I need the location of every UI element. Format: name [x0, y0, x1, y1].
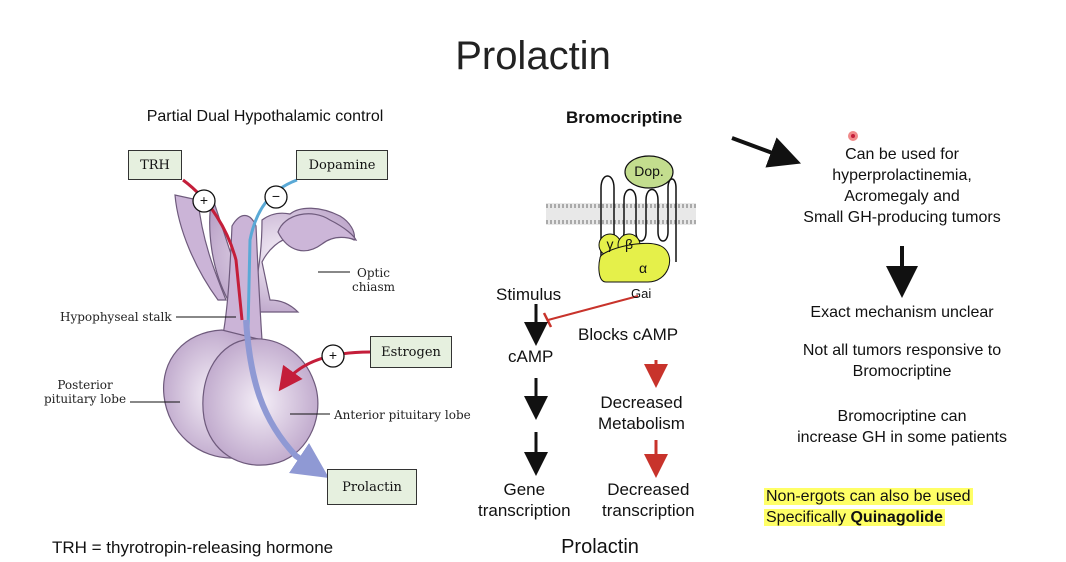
- dopamine-minus-circle: [264, 185, 288, 209]
- drug-title: Bromocriptine: [566, 108, 683, 127]
- membrane: [546, 203, 696, 225]
- dopamine-box: Dopamine: [296, 150, 388, 180]
- pituitary-gland-illustration: [162, 194, 358, 466]
- footnote: TRH = thyrotropin-releasing hormone: [52, 538, 334, 557]
- gai-label: Gai: [631, 286, 652, 301]
- prolactin-flow-arrow: [243, 319, 329, 478]
- dopamine-minus-sign: −: [271, 188, 281, 204]
- non-ergot-note: Non-ergots can also be used Specifically…: [764, 486, 973, 528]
- estrogen-red-arrow: [278, 350, 371, 392]
- prolactin-box: Prolactin: [327, 469, 417, 505]
- gai-inhibition-bar: [542, 312, 553, 328]
- non-ergot-line-1: Non-ergots can also be used: [764, 488, 973, 505]
- trh-plus-sign: +: [199, 192, 209, 208]
- estrogen-plus-sign: +: [328, 347, 338, 363]
- gh-text: Bromocriptine can increase GH in some pa…: [797, 408, 1007, 446]
- mechanism-text: Exact mechanism unclear: [810, 304, 994, 321]
- beta-label: β: [624, 236, 634, 252]
- estrogen-box: Estrogen: [370, 336, 452, 368]
- mechanism-bottom-label: Prolactin: [561, 536, 639, 558]
- hypophyseal-stalk-label: Hypophyseal stalk: [60, 310, 172, 324]
- decreased-transcription-label: Decreased transcription: [602, 480, 695, 520]
- decreased-metabolism-label: Decreased Metabolism: [598, 393, 685, 433]
- quinagolide-text: Quinagolide: [850, 509, 943, 526]
- gpcr-receptor: [600, 175, 677, 262]
- alpha-label: α: [638, 260, 648, 276]
- optic-chiasm-shape: [277, 213, 358, 252]
- blocks-camp-label: Blocks cAMP: [578, 325, 679, 344]
- uses-text: Can be used for hyperprolactinemia, Acro…: [803, 146, 1001, 226]
- dopamine-blue-line: [246, 178, 298, 331]
- estrogen-plus-circle: [321, 344, 345, 368]
- posterior-lobe-label: Posterior pituitary lobe: [44, 378, 127, 406]
- trh-box: TRH: [128, 150, 182, 180]
- left-subtitle: Partial Dual Hypothalamic control: [146, 108, 384, 125]
- responsive-text: Not all tumors responsive to Bromocripti…: [802, 342, 1002, 380]
- gai-inhibition-line: [547, 295, 639, 321]
- stalk-left-shape: [174, 194, 227, 301]
- trh-plus-circle: [192, 189, 216, 213]
- non-ergot-line-2: Specifically Quinagolide: [764, 509, 945, 526]
- g-alpha: [598, 242, 670, 283]
- bromocriptine-to-uses-arrow: [731, 136, 802, 168]
- gene-transcription-label: Gene transcription: [478, 480, 571, 520]
- dop-label: Dop.: [634, 163, 664, 179]
- trh-red-line: [182, 178, 244, 321]
- dopamine-ligand: [624, 155, 674, 189]
- camp-label: cAMP: [508, 347, 554, 366]
- page-title: Prolactin: [455, 34, 611, 78]
- anterior-lobe-label: Anterior pituitary lobe: [334, 408, 471, 422]
- gamma-label: γ: [606, 236, 614, 252]
- non-ergot-prefix: Specifically: [766, 509, 851, 526]
- stimulus-label: Stimulus: [496, 285, 562, 304]
- optic-chiasm-label: Optic chiasm: [352, 266, 395, 294]
